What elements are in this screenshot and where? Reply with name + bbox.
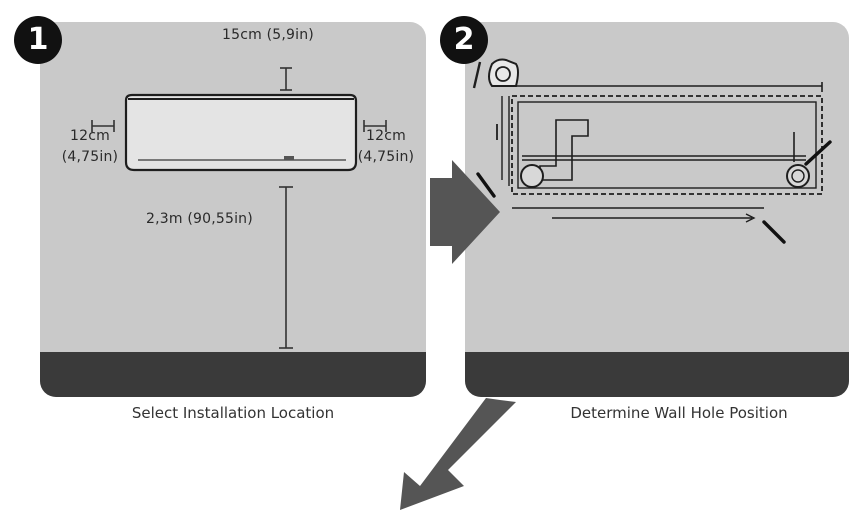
- top-clearance-label: 15cm (5,9in): [222, 27, 314, 43]
- installation-plate: [517, 101, 817, 189]
- measuring-tape-icon: [472, 58, 823, 92]
- step-2-badge: [440, 16, 488, 64]
- step-1-badge: [14, 16, 62, 64]
- step-2-panel: [465, 22, 849, 397]
- step-1-caption: Select Installation Location: [131, 404, 335, 422]
- step-1-floor: [40, 352, 426, 397]
- step-2-caption: Determine Wall Hole Position: [570, 404, 788, 422]
- wall-hole-left: [520, 164, 544, 188]
- floor-clearance-marker: [279, 186, 293, 349]
- step-2-number: 2: [453, 22, 475, 57]
- step-1-panel: [40, 22, 426, 397]
- flow-arrow-right-icon: [430, 160, 500, 264]
- installation-plate-outline: [511, 95, 823, 195]
- left-clearance-imperial-label: (4,75in): [61, 149, 119, 165]
- right-clearance-imperial-label: (4,75in): [357, 149, 415, 165]
- flow-arrow-down-left-icon: [400, 398, 516, 510]
- plate-bracket: [522, 119, 806, 181]
- right-clearance-metric-label: 12cm: [366, 128, 406, 144]
- right-clearance-marker: [363, 120, 387, 132]
- top-clearance-marker: [280, 67, 292, 91]
- step-1-number: 1: [27, 22, 49, 57]
- pencil-marks: [476, 140, 832, 244]
- wall-hole-right: [786, 164, 810, 188]
- measurement-guides: [496, 96, 764, 223]
- ac-indoor-unit: [124, 93, 358, 172]
- left-clearance-metric-label: 12cm: [70, 128, 110, 144]
- step-2-floor: [465, 352, 849, 397]
- step-1-wall: [40, 22, 426, 397]
- left-clearance-marker: [91, 120, 115, 132]
- floor-clearance-label: 2,3m (90,55in): [146, 211, 253, 227]
- step-2-wall: [465, 22, 849, 397]
